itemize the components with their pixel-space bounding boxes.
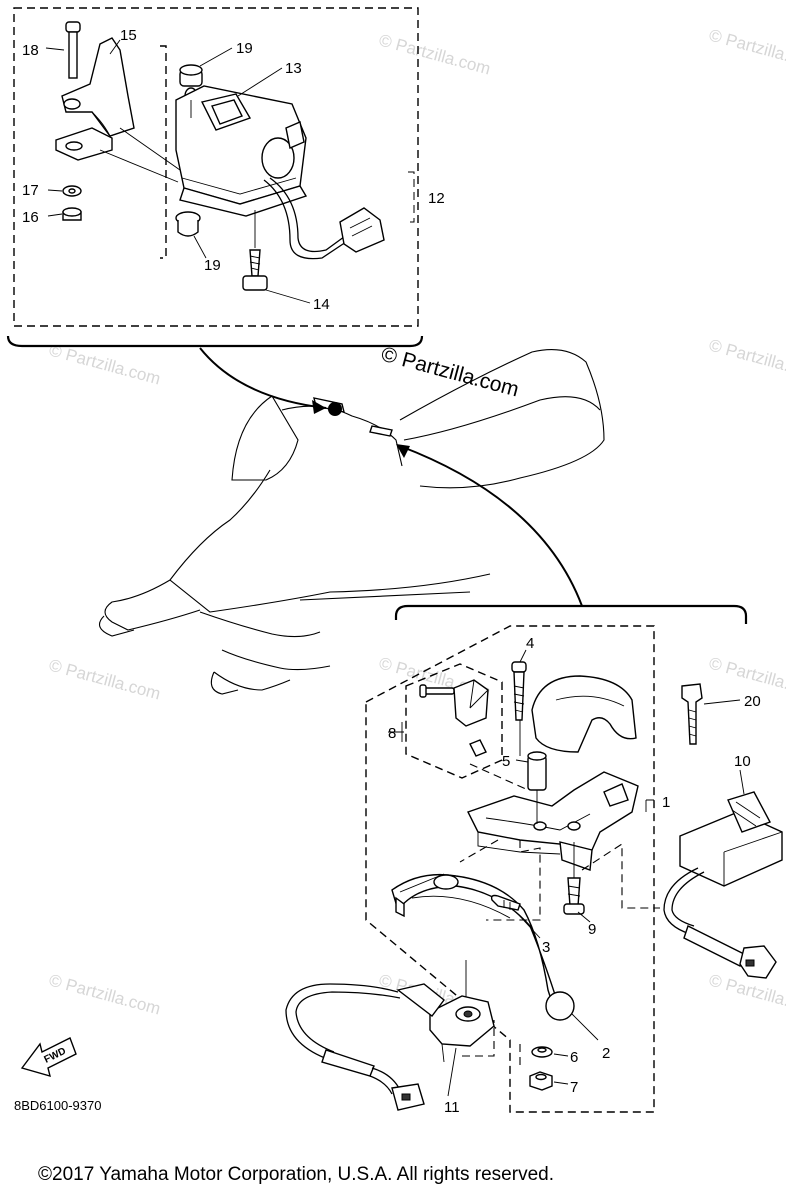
nut-7: 7 [529,1071,578,1096]
bolt-18 [65,21,81,79]
washer-6: 6 [531,1046,578,1066]
lever-bracket [467,771,639,871]
callout-4: 4 [526,635,534,652]
callout-12-bracket [408,171,415,223]
callout-11: 11 [444,1099,460,1116]
lower-axis-lines [399,720,575,1000]
watermark-tile: © Partzilla.com [707,26,786,74]
callout-2: 2 [602,1045,610,1062]
callout-19-top: 19 [236,40,253,57]
callout-18: 18 [22,42,39,59]
callout-7: 7 [570,1079,578,1096]
receiver-unit-13 [175,85,308,217]
callout-13: 13 [285,60,302,77]
watermark-tile: © Partzilla.com [47,656,163,704]
callout-15: 15 [120,27,137,44]
diagram-code: 8BD6100-9370 [14,1098,101,1113]
callout-12: 12 [428,190,445,207]
sub-assembly-8: 8 [388,663,503,779]
washer-17 [62,185,82,197]
location-arrows [199,347,583,607]
inset-frame-bottom [365,604,748,1113]
screw-14 [242,249,268,291]
control-unit-10: 10 [679,753,783,887]
cable-tie-20: 20 [681,683,761,745]
inset-assembly-bracket [160,45,167,259]
watermark-tile: © Partzilla.com [47,971,163,1019]
fwd-arrow-icon: FWD [20,1037,77,1078]
callout-19-bottom: 19 [204,257,221,274]
watermark-tile: © Partzilla.com [707,971,786,1019]
callout-17: 17 [22,182,39,199]
watermark-tiles: © Partzilla.com © Partzilla.com © Partzi… [47,26,786,1019]
bracket-15 [55,37,135,161]
callout-5: 5 [502,753,510,770]
callout-20: 20 [744,693,761,710]
callout-1-bracket [645,799,654,812]
inset-callouts: 18 15 19 13 17 16 19 14 12 [22,27,445,313]
inset-guide-lines [99,100,256,248]
watermark-tile: © Partzilla.com [47,341,163,389]
callout-3: 3 [542,939,550,956]
watermark-tile: © Partzilla.com [377,31,493,79]
callout-8: 8 [388,725,396,742]
handlebar-grip-markers [313,397,393,437]
switch-harness [285,983,425,1111]
lower-guide-lines [459,763,660,921]
callout-10: 10 [734,753,751,770]
callout-9: 9 [588,921,596,938]
receiver-harness [263,177,385,260]
screw-3: 3 [490,894,550,956]
callout-6: 6 [570,1049,578,1066]
callout-1: 1 [662,794,670,811]
grip-cover [531,675,637,753]
callout-14: 14 [313,296,330,313]
copyright-notice: ©2017 Yamaha Motor Corporation, U.S.A. A… [38,1164,554,1185]
switch-assembly-bracket [462,1020,521,1068]
washer-16 [62,207,82,221]
grommet-19-bottom [175,211,201,237]
callout-16: 16 [22,209,39,226]
watermark-tile: © Partzilla.com [707,336,786,384]
bolt-9: 9 [563,877,596,938]
control-unit-harness [663,867,777,979]
throttle-switch-11: 11 [396,983,495,1116]
inset-frame-top [6,7,424,348]
collar-5: 5 [502,751,547,791]
bolt-4: 4 [511,635,534,721]
